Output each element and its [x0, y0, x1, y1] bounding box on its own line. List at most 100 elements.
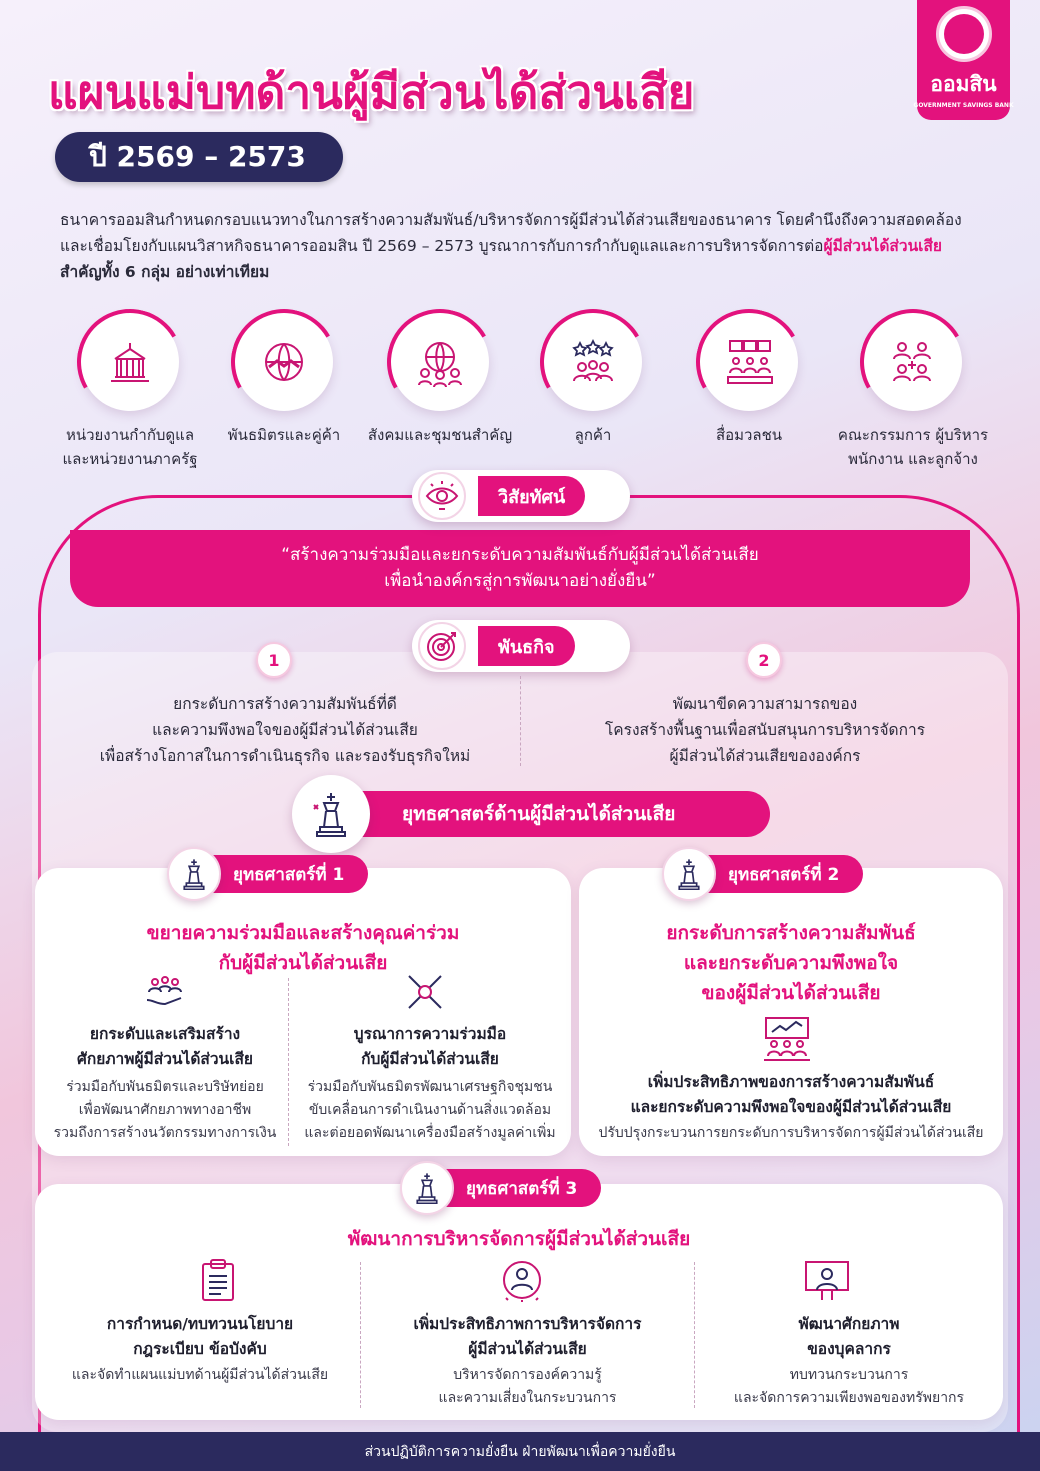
s2-text-1: ปรับปรุงกระบวนการยกระดับการบริหารจัดการผ… [598, 1125, 984, 1141]
target-icon [418, 622, 466, 670]
mission-divider [520, 676, 521, 766]
strategy-3-item-1: การกำหนด/ทบทวนนโยบาย กฎระเบียบ ข้อบังคับ… [45, 1312, 355, 1387]
stakeholder-label-3a: สังคมและชุมชนสำคัญ [367, 426, 513, 444]
mission-item-1: ยกระดับการสร้างความสัมพันธ์ที่ดี และความ… [60, 691, 510, 769]
s1-item-2-heading-1: บูรณาการความร่วมมือ [353, 1025, 507, 1043]
person-board-icon [804, 1260, 850, 1306]
strategy-3-label: ยุทธศาสตร์ที่ 3 [440, 1169, 602, 1207]
meeting-board-icon [762, 1016, 812, 1066]
s3-item-1-heading-1: การกำหนด/ทบทวนนโยบาย [106, 1315, 294, 1333]
s1-item-2-text-2: ขับเคลื่อนการดำเนินงานด้านสิ่งแวดล้อม [308, 1102, 552, 1118]
mission-1-line-3: เพื่อสร้างโอกาสในการดำเนินธุรกิจ และรองร… [99, 747, 471, 765]
chess-king-icon [292, 775, 370, 853]
strategy-1-chip: ยุทธศาสตร์ที่ 1 [167, 847, 369, 901]
vision-line-1: “สร้างความร่วมมือและยกระดับความสัมพันธ์ก… [281, 545, 759, 565]
vision-statement: “สร้างความร่วมมือและยกระดับความสัมพันธ์ก… [70, 530, 970, 607]
page-title: แผนแม่บทด้านผู้มีส่วนได้ส่วนเสีย [48, 65, 695, 119]
intro-line-2b: ผู้มีส่วนได้ส่วนเสีย [823, 237, 943, 255]
strategy-3-title: พัฒนาการบริหารจัดการผู้มีส่วนได้ส่วนเสีย [347, 1228, 691, 1250]
chess-king-icon [400, 1161, 454, 1215]
s3-item-3-text-2: และจัดการความเพียงพอของทรัพยากร [733, 1390, 965, 1406]
mission-2-line-2: โครงสร้างพื้นฐานเพื่อสนับสนุนการบริหารจั… [604, 721, 926, 739]
strategy-header: ยุทธศาสตร์ด้านผู้มีส่วนได้ส่วนเสีย [330, 791, 770, 837]
s1-item-1-text-1: ร่วมมือกับพันธมิตรและบริษัทย่อย [66, 1079, 264, 1095]
strategy-1-label: ยุทธศาสตร์ที่ 1 [207, 855, 369, 893]
s3-item-1-heading-2: กฎระเบียบ ข้อบังคับ [133, 1340, 267, 1358]
s3-item-3-heading-2: ของบุคลากร [807, 1340, 891, 1358]
strategy-1-card [35, 868, 571, 1156]
s1-item-2-text-3: และต่อยอดพัฒนาเครื่องมือสร้างมูลค่าเพิ่ม [304, 1125, 556, 1141]
stakeholder-community: สังคมและชุมชนสำคัญ [355, 313, 525, 447]
s1-item-1-heading-1: ยกระดับและเสริมสร้าง [89, 1025, 241, 1043]
mission-header: พันธกิจ [412, 620, 630, 672]
intro-line-2: และเชื่อมโยงกับแผนวิสาหกิจธนาคารออมสิน ป… [60, 233, 1000, 259]
strategy-1-divider [288, 978, 289, 1146]
s3-item-2-heading-1: เพิ่มประสิทธิภาพการบริหารจัดการ [413, 1315, 642, 1333]
year-badge: ปี 2569 – 2573 [55, 132, 343, 182]
s3-item-2-heading-2: ผู้มีส่วนได้ส่วนเสีย [468, 1340, 587, 1358]
strategy-2-title: ยกระดับการสร้างความสัมพันธ์ และยกระดับคว… [579, 918, 1003, 1008]
s1-item-1-text-3: รวมถึงการสร้างนวัตกรรมทางการเงิน [53, 1125, 277, 1141]
s3-item-3-text-1: ทบทวนกระบวนการ [789, 1367, 909, 1383]
intro-paragraph: ธนาคารออมสินกำหนดกรอบแนวทางในการสร้างควา… [60, 207, 1000, 285]
strategy-2-title-line-3: ของผู้มีส่วนได้ส่วนเสีย [701, 982, 881, 1004]
chess-king-icon [662, 847, 716, 901]
s1-item-2-heading-2: กับผู้มีส่วนได้ส่วนเสีย [361, 1050, 499, 1068]
people-care-icon [145, 974, 185, 1014]
s2-heading-2: และยกระดับความพึงพอใจของผู้มีส่วนได้ส่วน… [630, 1098, 952, 1116]
strategy-2-item: เพิ่มประสิทธิภาพของการสร้างความสัมพันธ์ … [585, 1070, 997, 1145]
strategy-1-title: ขยายความร่วมมือและสร้างคุณค่าร่วม กับผู้… [35, 918, 571, 978]
government-building-icon [81, 313, 179, 411]
clipboard-icon [199, 1258, 237, 1306]
handshake-globe-icon [235, 313, 333, 411]
community-globe-icon [391, 313, 489, 411]
mission-1-line-1: ยกระดับการสร้างความสัมพันธ์ที่ดี [173, 695, 397, 713]
stakeholder-customers: ลูกค้า [508, 313, 678, 447]
intro-line-2a: และเชื่อมโยงกับแผนวิสาหกิจธนาคารออมสิน ป… [60, 237, 824, 255]
mission-2-line-1: พัฒนาขีดความสามารถของ [672, 695, 858, 713]
seal-icon [935, 6, 992, 62]
logo-subtitle: GOVERNMENT SAVINGS BANK [913, 102, 1014, 109]
person-stars-icon [500, 1258, 544, 1306]
strategy-2-chip: ยุทธศาสตร์ที่ 2 [662, 847, 864, 901]
stakeholder-government: หน่วยงานกำกับดูแลและหน่วยงานภาครัฐ [45, 313, 215, 471]
s3-item-1-text-1: และจัดทำแผนแม่บทด้านผู้มีส่วนได้ส่วนเสีย [71, 1367, 329, 1383]
customers-stars-icon [544, 313, 642, 411]
mission-1-line-2: และความพึงพอใจของผู้มีส่วนได้ส่วนเสีย [152, 721, 418, 739]
s2-heading-1: เพิ่มประสิทธิภาพของการสร้างความสัมพันธ์ [647, 1073, 935, 1091]
strategy-1-item-1: ยกระดับและเสริมสร้าง ศักยภาพผู้มีส่วนได้… [45, 1022, 285, 1145]
strategy-1-item-2: บูรณาการความร่วมมือ กับผู้มีส่วนได้ส่วนเ… [295, 1022, 565, 1145]
intro-line-1: ธนาคารออมสินกำหนดกรอบแนวทางในการสร้างควา… [60, 211, 962, 229]
strategy-2-title-line-1: ยกระดับการสร้างความสัมพันธ์ [666, 922, 916, 944]
vision-line-2: เพื่อนำองค์กรสู่การพัฒนาอย่างยั่งยืน” [384, 571, 656, 591]
mission-number-2: 2 [746, 642, 782, 678]
bank-logo: ออมสิน GOVERNMENT SAVINGS BANK [913, 0, 1014, 120]
stakeholder-label-6a: คณะกรรมการ ผู้บริหาร [837, 426, 989, 444]
stakeholder-label-4a: ลูกค้า [574, 426, 612, 444]
mission-item-2: พัฒนาขีดความสามารถของ โครงสร้างพื้นฐานเพ… [545, 691, 985, 769]
s1-item-1-heading-2: ศักยภาพผู้มีส่วนได้ส่วนเสีย [77, 1050, 253, 1068]
strategy-1-title-line-2: กับผู้มีส่วนได้ส่วนเสีย [218, 952, 388, 974]
eye-bulb-icon [418, 472, 466, 520]
strategy-2-card [579, 868, 1003, 1156]
strategy-3-divider-1 [360, 1262, 361, 1408]
logo-name: ออมสิน [930, 72, 997, 96]
s3-item-3-heading-1: พัฒนาศักยภาพ [798, 1315, 900, 1333]
strategy-1-title-line-1: ขยายความร่วมมือและสร้างคุณค่าร่วม [146, 922, 460, 944]
stakeholder-label-1b: และหน่วยงานภาครัฐ [62, 450, 198, 468]
mission-label: พันธกิจ [478, 626, 575, 666]
stakeholder-staff: คณะกรรมการ ผู้บริหารพนักงาน และลูกจ้าง [828, 313, 998, 471]
media-people-icon [700, 313, 798, 411]
hands-together-icon [405, 972, 445, 1016]
stakeholder-label-6b: พนักงาน และลูกจ้าง [848, 450, 978, 468]
strategy-3-chip: ยุทธศาสตร์ที่ 3 [400, 1161, 602, 1215]
s3-item-2-text-2: และความเสี่ยงในกระบวนการ [438, 1390, 617, 1406]
vision-header: วิสัยทัศน์ [412, 470, 630, 522]
strategy-2-title-line-2: และยกระดับความพึงพอใจ [683, 952, 899, 974]
mission-2-line-3: ผู้มีส่วนได้ส่วนเสียขององค์กร [669, 747, 861, 765]
strategy-2-label: ยุทธศาสตร์ที่ 2 [702, 855, 864, 893]
stakeholder-label-2a: พันธมิตรและคู่ค้า [227, 426, 341, 444]
chess-king-icon [167, 847, 221, 901]
strategy-3-item-3: พัฒนาศักยภาพ ของบุคลากร ทบทวนกระบวนการ แ… [700, 1312, 998, 1410]
s1-item-2-text-1: ร่วมมือกับพันธมิตรพัฒนาเศรษฐกิจชุมชน [307, 1079, 553, 1095]
